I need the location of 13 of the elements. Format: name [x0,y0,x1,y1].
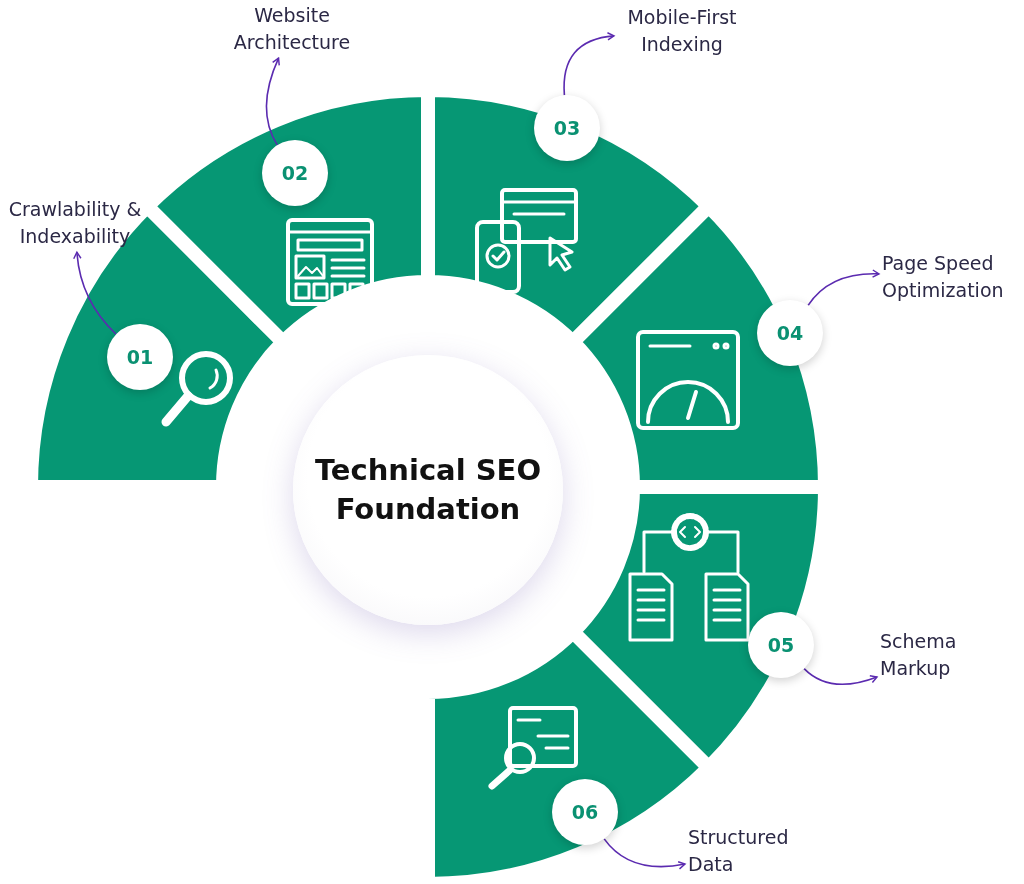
curved-arrow [265,57,281,146]
curved-arrow [563,32,615,96]
step-label: Website Architecture [224,2,360,56]
step-label: Structured Data [688,824,818,878]
step-label: Schema Markup [880,628,990,682]
curved-arrow [603,838,686,870]
step-label: Crawlability & Indexability [2,196,148,250]
curved-arrow [807,269,880,307]
center-circle: Technical SEO Foundation [293,355,563,625]
curved-arrow [803,667,878,686]
curved-arrow [73,251,117,336]
step-label: Page Speed Optimization [882,250,1022,304]
step-label: Mobile-First Indexing [617,4,747,58]
